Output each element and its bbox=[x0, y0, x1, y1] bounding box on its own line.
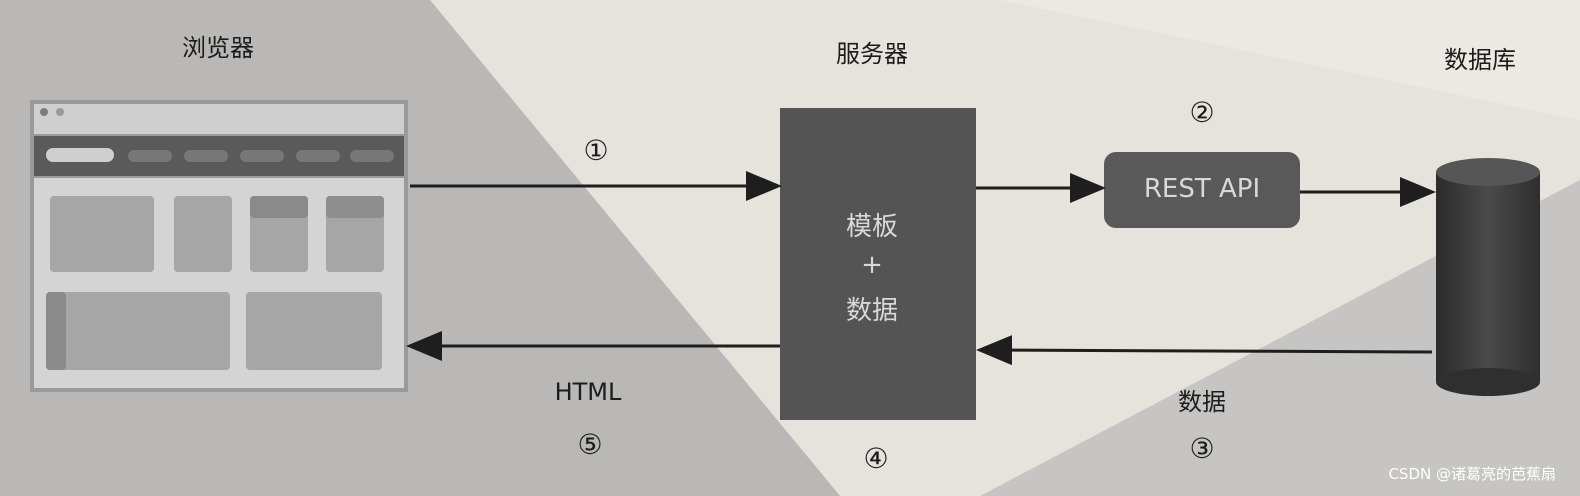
nav-pill bbox=[240, 150, 284, 162]
content-card bbox=[174, 196, 232, 272]
step-2-label: ② bbox=[1189, 96, 1215, 129]
window-dot-icon bbox=[40, 108, 48, 116]
browser-titlebar bbox=[34, 104, 404, 134]
database-cylinder bbox=[1436, 158, 1540, 396]
panel-accent bbox=[46, 292, 66, 370]
arrow-data-return bbox=[976, 335, 1433, 366]
watermark-text: CSDN @诸葛亮的芭蕉扇 bbox=[1388, 465, 1556, 483]
light-region-top bbox=[1000, 0, 1580, 120]
step-5-label: ⑤ bbox=[577, 428, 603, 461]
nav-pill bbox=[296, 150, 340, 162]
server-title: 服务器 bbox=[836, 40, 908, 68]
card-header bbox=[250, 196, 308, 218]
step-1-label: ① bbox=[583, 134, 609, 167]
server-template-text: 模板 bbox=[845, 212, 899, 242]
database-title: 数据库 bbox=[1444, 46, 1516, 74]
nav-pill bbox=[350, 150, 394, 162]
nav-pill bbox=[128, 150, 172, 162]
rest-api-label: REST API bbox=[1143, 174, 1261, 204]
window-dot-icon bbox=[56, 108, 64, 116]
data-label: 数据 bbox=[1178, 388, 1226, 416]
content-panel bbox=[46, 292, 230, 370]
cylinder-bottom bbox=[1436, 368, 1540, 396]
content-card bbox=[50, 196, 154, 272]
rest-api-box bbox=[1104, 152, 1300, 228]
cylinder-body bbox=[1436, 172, 1540, 382]
nav-pill-active bbox=[46, 148, 114, 162]
browser-title: 浏览器 bbox=[182, 34, 254, 62]
step-3-label: ③ bbox=[1189, 432, 1215, 465]
server-plus-text: + bbox=[861, 250, 883, 280]
browser-window bbox=[30, 100, 408, 392]
light-region bbox=[430, 0, 1580, 496]
cylinder-top bbox=[1436, 158, 1540, 186]
step-4-label: ④ bbox=[863, 442, 889, 475]
card-header bbox=[326, 196, 384, 218]
server-box bbox=[780, 108, 976, 420]
content-panel bbox=[246, 292, 382, 370]
nav-pill bbox=[184, 150, 228, 162]
html-label: HTML bbox=[554, 378, 622, 406]
server-data-text: 数据 bbox=[845, 296, 899, 326]
